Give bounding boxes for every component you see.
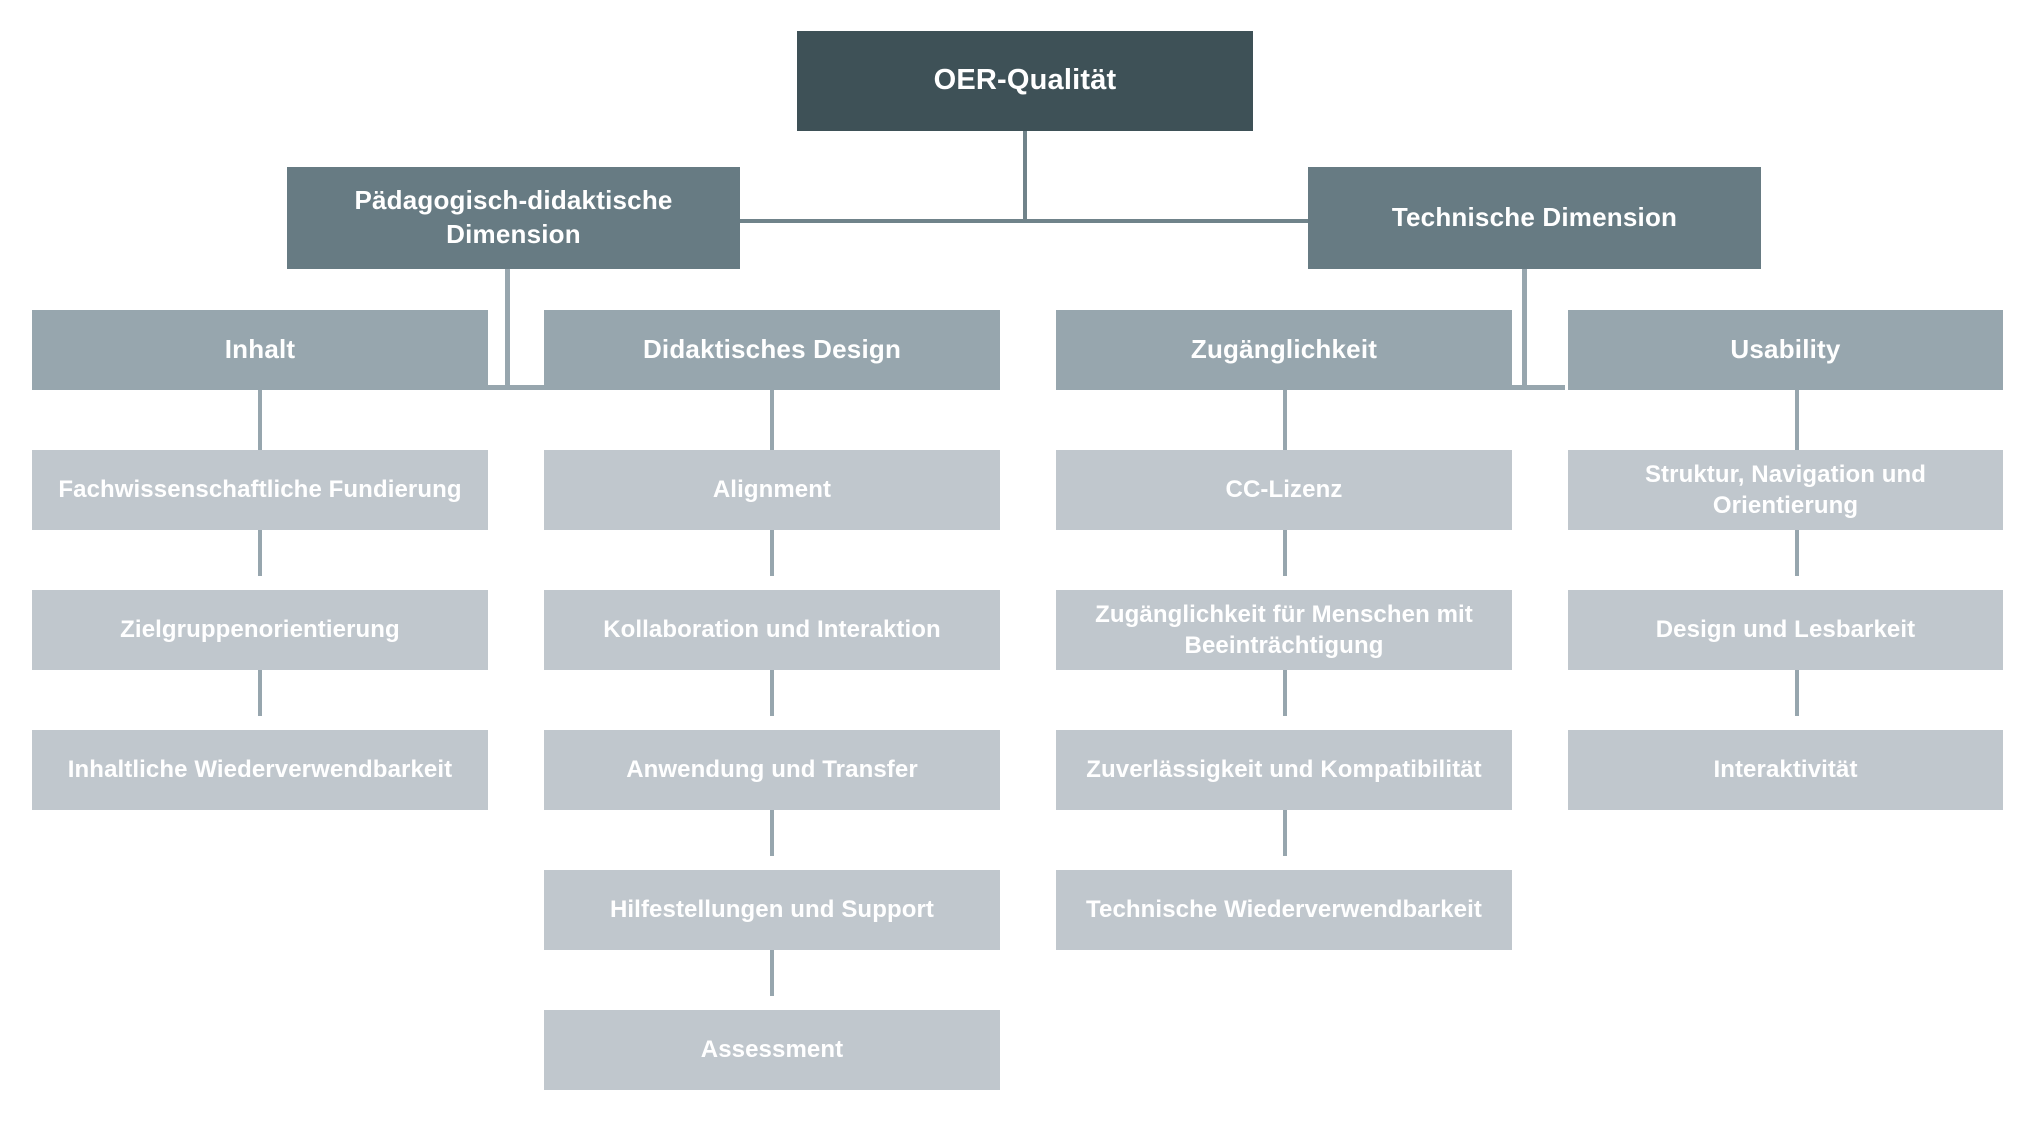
connector-dimension-bar	[738, 219, 1310, 223]
connector-didaktik-3	[770, 670, 774, 716]
node-root-oer-qualitaet[interactable]: OER-Qualität	[797, 31, 1253, 131]
node-leaf-struktur-navigation-und-orientierung[interactable]: Struktur, Navigation und Orientierung	[1568, 450, 2003, 530]
node-leaf-assessment[interactable]: Assessment	[544, 1010, 1000, 1090]
connector-zugang-1	[1283, 390, 1287, 450]
node-leaf-label: Alignment	[712, 476, 832, 504]
node-leaf-cc-lizenz[interactable]: CC-Lizenz	[1056, 450, 1512, 530]
node-leaf-label: Fachwissenschaftliche Fundierung	[58, 476, 462, 504]
node-leaf-label: Zuverlässigkeit und Kompatibilität	[1086, 756, 1482, 784]
node-leaf-label: Zugänglichkeit für Menschen mit Beeinträ…	[1095, 600, 1473, 659]
connector-inhalt-2	[258, 530, 262, 576]
connector-right-category-bar	[1505, 385, 1565, 390]
node-leaf-label: Anwendung und Transfer	[626, 756, 918, 784]
node-dimension-paedagogisch-didaktisch[interactable]: Pädagogisch-didaktische Dimension	[287, 167, 740, 269]
node-category-inhalt[interactable]: Inhalt	[32, 310, 488, 390]
node-leaf-label: Assessment	[700, 1036, 844, 1064]
node-leaf-zielgruppenorientierung[interactable]: Zielgruppenorientierung	[32, 590, 488, 670]
connector-inhalt-3	[258, 670, 262, 716]
node-category-label: Inhalt	[224, 334, 296, 365]
node-leaf-label: Struktur, Navigation und Orientierung	[1644, 460, 1927, 519]
connector-right-dimension-stem	[1522, 269, 1527, 389]
connector-inhalt-1	[258, 390, 262, 450]
connector-zugang-3	[1283, 670, 1287, 716]
node-leaf-label: Zielgruppenorientierung	[120, 616, 400, 644]
node-category-label: Zugänglichkeit	[1190, 334, 1378, 365]
node-leaf-anwendung-und-transfer[interactable]: Anwendung und Transfer	[544, 730, 1000, 810]
node-dimension-technisch[interactable]: Technische Dimension	[1308, 167, 1761, 269]
node-leaf-technische-wiederverwendbarkeit[interactable]: Technische Wiederverwendbarkeit	[1056, 870, 1512, 950]
connector-usability-1	[1795, 390, 1799, 450]
node-leaf-label: Interaktivität	[1713, 756, 1858, 784]
node-leaf-zuverlaessigkeit-und-kompatibilitaet[interactable]: Zuverlässigkeit und Kompatibilität	[1056, 730, 1512, 810]
node-leaf-zugaenglichkeit-fuer-menschen-mit-beeintraechtigung[interactable]: Zugänglichkeit für Menschen mit Beeinträ…	[1056, 590, 1512, 670]
connector-didaktik-5	[770, 950, 774, 996]
node-leaf-interaktivitaet[interactable]: Interaktivität	[1568, 730, 2003, 810]
node-leaf-fachwissenschaftliche-fundierung[interactable]: Fachwissenschaftliche Fundierung	[32, 450, 488, 530]
connector-zugang-4	[1283, 810, 1287, 856]
node-category-label: Usability	[1730, 334, 1841, 365]
node-leaf-kollaboration-und-interaktion[interactable]: Kollaboration und Interaktion	[544, 590, 1000, 670]
node-root-label: OER-Qualität	[933, 64, 1117, 97]
node-leaf-label: Design und Lesbarkeit	[1655, 616, 1916, 644]
node-leaf-label: Technische Wiederverwendbarkeit	[1086, 896, 1482, 924]
connector-left-category-bar	[488, 385, 548, 390]
node-category-usability[interactable]: Usability	[1568, 310, 2003, 390]
node-leaf-label: Inhaltliche Wiederverwendbarkeit	[67, 756, 453, 784]
connector-zugang-2	[1283, 530, 1287, 576]
node-leaf-design-und-lesbarkeit[interactable]: Design und Lesbarkeit	[1568, 590, 2003, 670]
node-leaf-alignment[interactable]: Alignment	[544, 450, 1000, 530]
node-leaf-label: CC-Lizenz	[1225, 476, 1343, 504]
node-dimension-label: Pädagogisch-didaktische Dimension	[354, 185, 673, 249]
node-category-didaktisches-design[interactable]: Didaktisches Design	[544, 310, 1000, 390]
connector-root-stem	[1023, 131, 1027, 221]
node-leaf-inhaltliche-wiederverwendbarkeit[interactable]: Inhaltliche Wiederverwendbarkeit	[32, 730, 488, 810]
node-category-zugaenglichkeit[interactable]: Zugänglichkeit	[1056, 310, 1512, 390]
connector-usability-3	[1795, 670, 1799, 716]
connector-didaktik-4	[770, 810, 774, 856]
node-category-label: Didaktisches Design	[642, 334, 902, 365]
node-leaf-label: Hilfestellungen und Support	[609, 896, 935, 924]
node-leaf-hilfestellungen-und-support[interactable]: Hilfestellungen und Support	[544, 870, 1000, 950]
node-dimension-label: Technische Dimension	[1391, 202, 1678, 233]
connector-left-dimension-stem	[505, 269, 510, 389]
node-leaf-label: Kollaboration und Interaktion	[603, 616, 941, 644]
connector-didaktik-2	[770, 530, 774, 576]
connector-usability-2	[1795, 530, 1799, 576]
connector-didaktik-1	[770, 390, 774, 450]
